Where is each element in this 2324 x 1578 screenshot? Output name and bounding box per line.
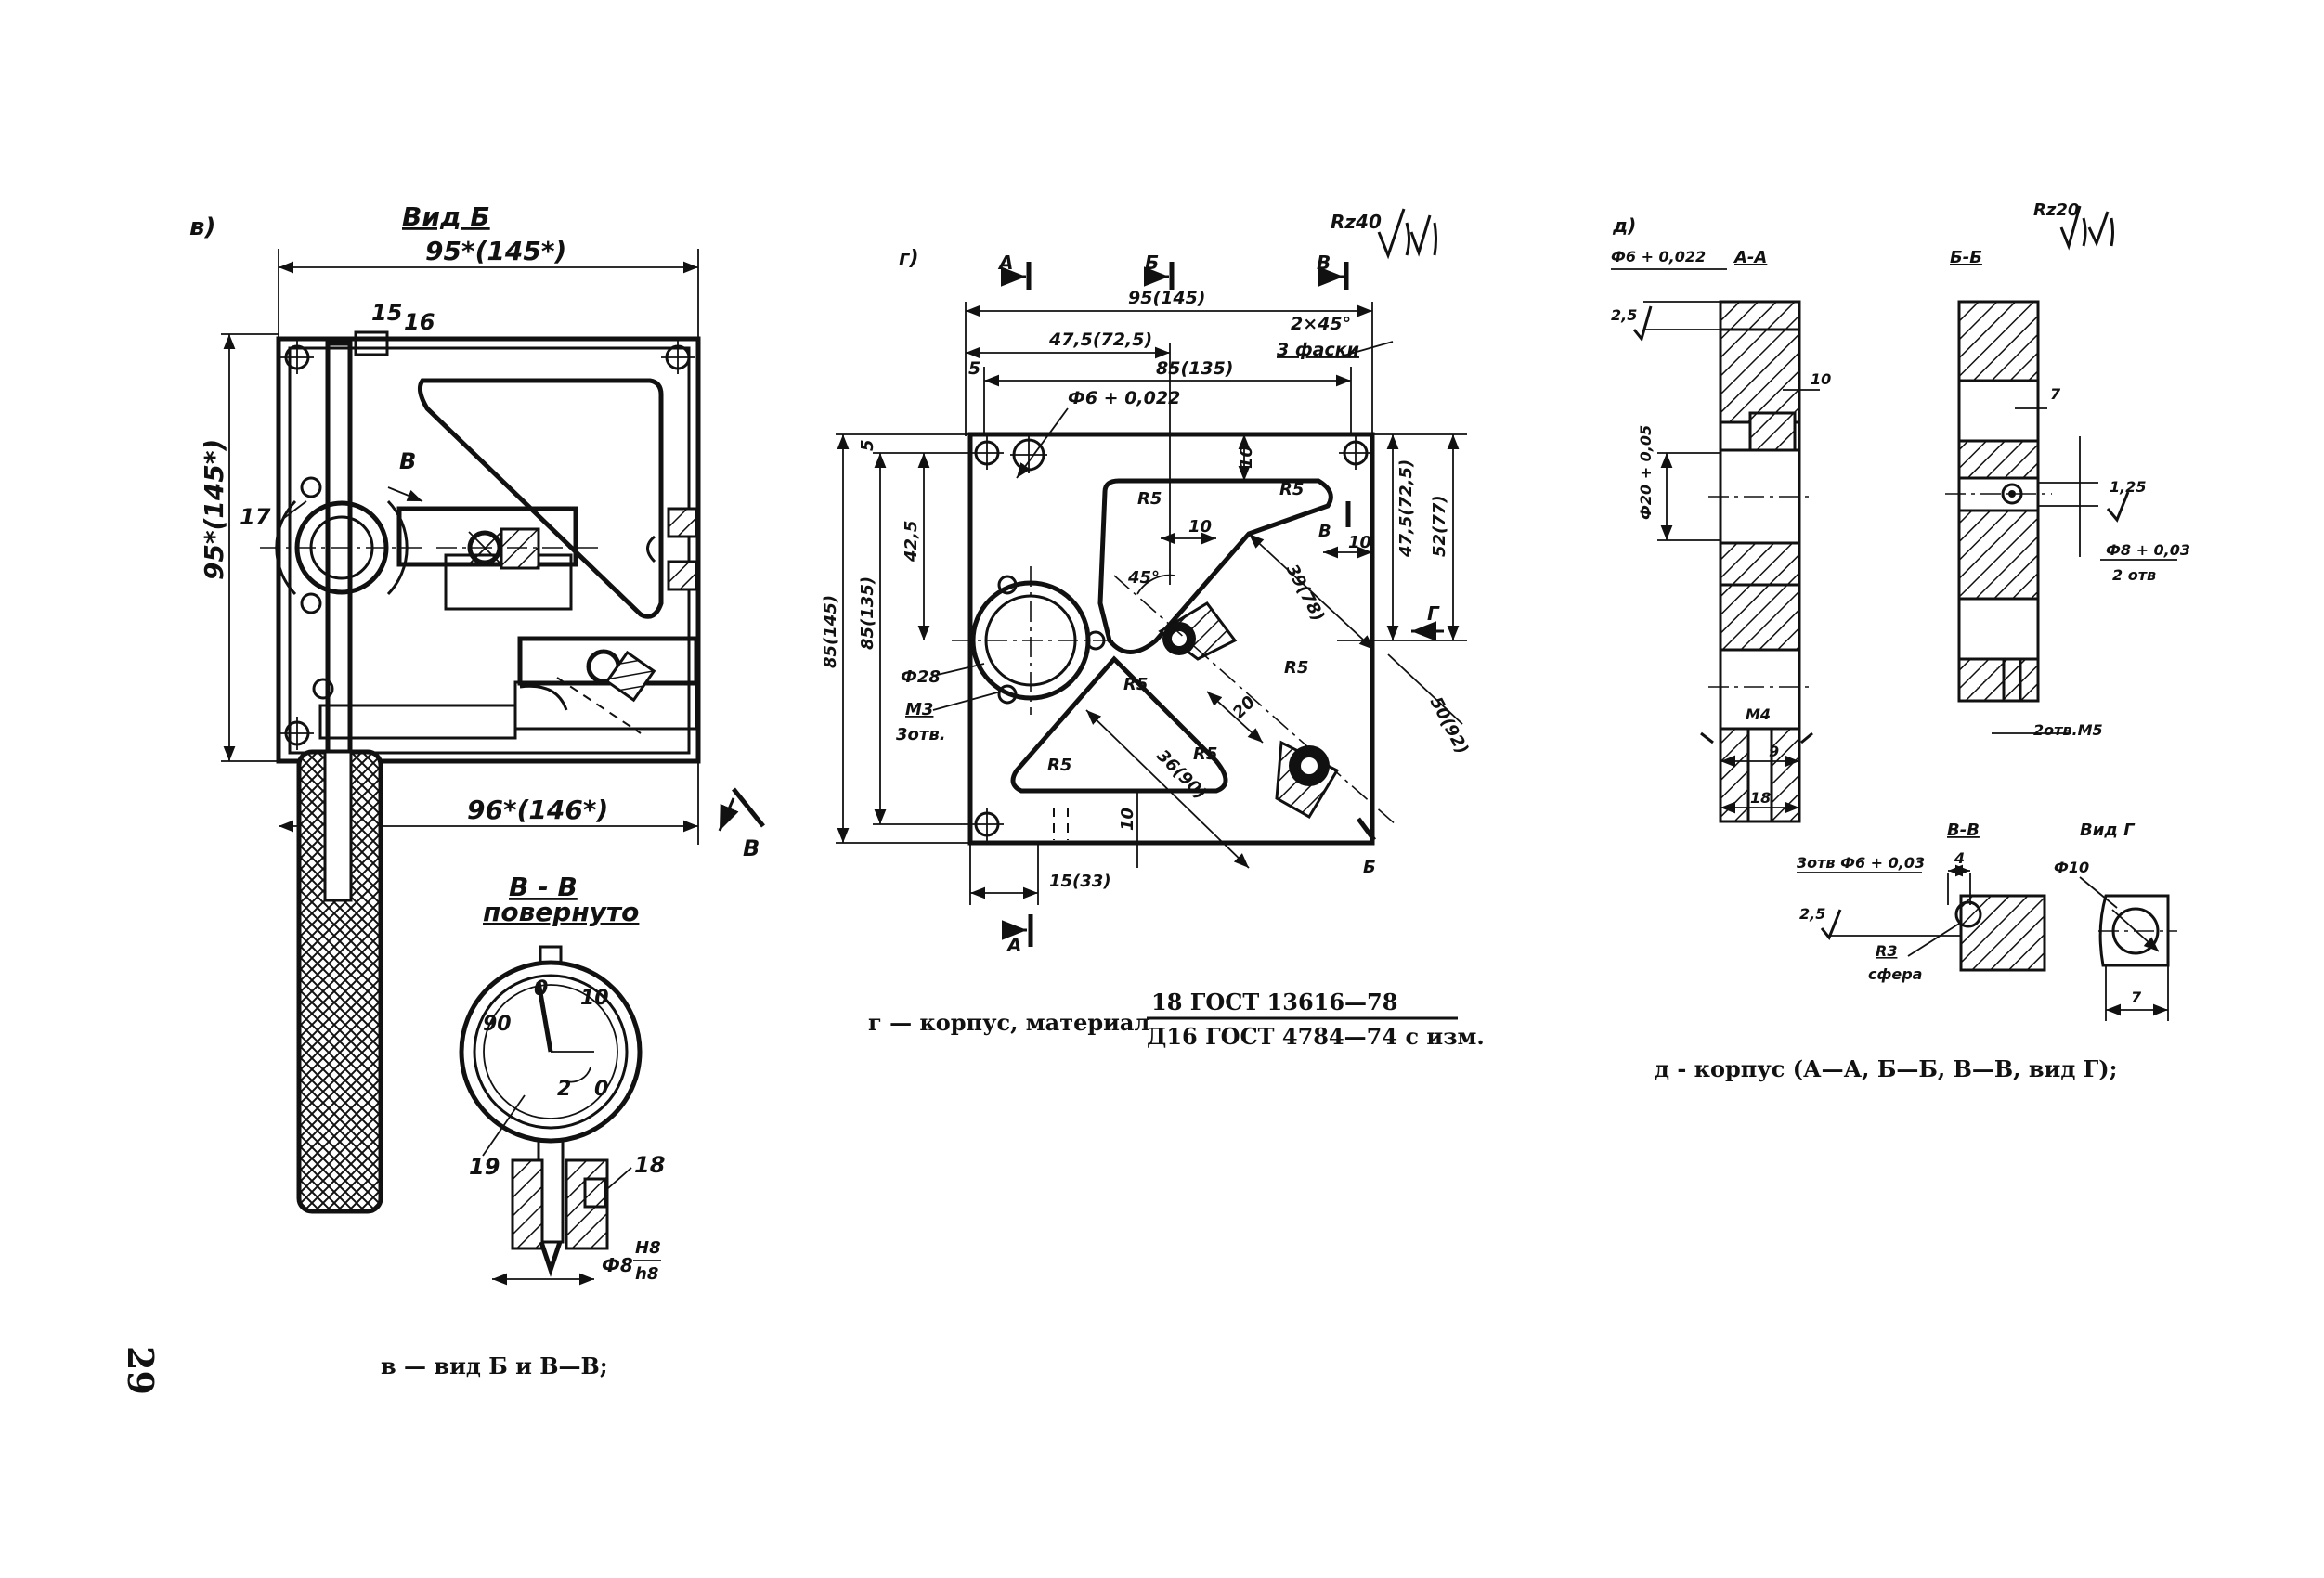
dim-w85: 85(135) bbox=[1156, 358, 1233, 379]
callout-B-2: В bbox=[743, 835, 760, 861]
view-d-roughness: Rz20 bbox=[2033, 200, 2079, 220]
dim-chamfer2: 3 фаски bbox=[1277, 340, 1359, 360]
dial-num-0b: 0 bbox=[594, 1078, 608, 1101]
dim-d4: 4 bbox=[1954, 849, 1965, 867]
callout-18: 18 bbox=[634, 1152, 665, 1178]
callout-15: 15 bbox=[371, 300, 402, 326]
dim-ph28: Ф28 bbox=[901, 667, 941, 687]
view-g: г) Rz40 А Б В 95(145) 47,5(72,5) 2×45° 3… bbox=[821, 208, 1485, 1050]
view-d-tag: д) bbox=[1612, 214, 1636, 237]
dim-r25: 2,5 bbox=[1611, 306, 1637, 324]
dial-num-0: 0 bbox=[534, 977, 548, 1001]
dim-hole: Ф6 + 0,022 bbox=[1068, 388, 1180, 408]
dim-d50: 50(92) bbox=[1426, 693, 1473, 757]
sec-mark-A-bot: А bbox=[1006, 934, 1021, 956]
dim-d10b: 10 bbox=[1188, 517, 1212, 537]
page-number: 29 bbox=[120, 1346, 162, 1395]
dim-r5a: R5 bbox=[1137, 489, 1162, 509]
callout-19: 19 bbox=[469, 1154, 500, 1180]
sec-vv2-title: В-В bbox=[1947, 821, 1980, 840]
dim-w5: 5 bbox=[968, 358, 980, 379]
dim-d425: 42,5 bbox=[902, 521, 921, 563]
sec-mark-G: Г bbox=[1427, 602, 1440, 625]
view-v-tag: в) bbox=[189, 213, 215, 241]
sec-bb-title: Б-Б bbox=[1950, 248, 1982, 267]
dim-d10c: 10 bbox=[1348, 533, 1371, 552]
dial-num-2: 2 bbox=[557, 1078, 571, 1101]
dim-h85b: 85(135) bbox=[858, 576, 877, 650]
dim-r5f: R5 bbox=[1047, 756, 1071, 775]
dim-r5b: R5 bbox=[1279, 480, 1304, 499]
dim-d7b: 7 bbox=[2131, 989, 2142, 1006]
fit-num: Н8 bbox=[635, 1238, 661, 1258]
dim-d125: 1,25 bbox=[2110, 478, 2146, 496]
dim-m3n: 3отв. bbox=[896, 725, 946, 744]
callout-B-1: В bbox=[399, 448, 416, 474]
dim-d7: 7 bbox=[2050, 385, 2061, 403]
section-vv-title: В - В bbox=[509, 872, 578, 902]
view-g-tag: г) bbox=[899, 247, 919, 270]
dim-d10: 10 bbox=[1811, 370, 1831, 388]
dim-holes: 3отв Ф6 + 0,03 bbox=[1797, 854, 1925, 872]
dial-num-10: 10 bbox=[580, 987, 609, 1010]
view-v-dim-bottom: 96*(146*) bbox=[467, 795, 608, 825]
sec-mark-V-top: В bbox=[1317, 252, 1331, 274]
view-g-roughness: Rz40 bbox=[1331, 211, 1382, 233]
fit-label: Ф8 bbox=[602, 1254, 633, 1276]
dim-chamfer1: 2×45° bbox=[1291, 314, 1351, 334]
dim-m5: 2отв.М5 bbox=[2033, 721, 2103, 739]
dim-d10a: 10 bbox=[1237, 446, 1256, 469]
dim-r25b: 2,5 bbox=[1799, 905, 1825, 923]
dim-ph8n: 2 отв bbox=[2112, 566, 2156, 584]
section-vv-subtitle: повернуто bbox=[483, 897, 639, 927]
view-d: д) Rz20 А-А Ф6 + 0,022 2,5 10 Ф20 + 0,05… bbox=[1611, 200, 2190, 1082]
dim-d18: 18 bbox=[1750, 789, 1771, 807]
view-v-title: Вид Б bbox=[402, 201, 490, 232]
dim-h85: 85(145) bbox=[821, 595, 840, 668]
callout-16: 16 bbox=[404, 309, 435, 335]
sec-mark-B-bot: Б bbox=[1363, 858, 1376, 877]
dim-ph10: Ф10 bbox=[2054, 859, 2089, 876]
dim-d15: 15(33) bbox=[1049, 872, 1111, 891]
dim-d10d: 10 bbox=[1118, 808, 1137, 831]
dial-num-90: 90 bbox=[483, 1013, 512, 1036]
caption-g-num: 18 ГОСТ 13616—78 bbox=[1151, 989, 1397, 1015]
dim-h5: 5 bbox=[858, 439, 877, 451]
view-v: в) Вид Б 95*(145*) 95*(145*) 15 16 bbox=[189, 201, 765, 1379]
sec-mark-B-top: Б bbox=[1145, 252, 1159, 274]
view-v-dim-left: 95*(145*) bbox=[199, 439, 229, 580]
dim-d9: 9 bbox=[1769, 743, 1779, 760]
caption-d: д - корпус (А—А, Б—Б, В—В, вид Г); bbox=[1655, 1055, 2117, 1082]
dim-w95: 95(145) bbox=[1128, 288, 1205, 308]
vid-g-title: Вид Г bbox=[2080, 821, 2136, 840]
dim-d52: 52(77) bbox=[1430, 495, 1449, 557]
dim-sphere: сфера bbox=[1868, 965, 1922, 983]
caption-v: в — вид Б и В—В; bbox=[381, 1352, 608, 1379]
dim-m4: М4 bbox=[1746, 705, 1771, 723]
dim-w47: 47,5(72,5) bbox=[1048, 330, 1152, 350]
fit-den: h8 bbox=[635, 1264, 658, 1284]
dim-ph20: Ф20 + 0,05 bbox=[1637, 425, 1655, 520]
dim-d20: 20 bbox=[1229, 692, 1260, 723]
dim-ph6: Ф6 + 0,022 bbox=[1611, 248, 1706, 265]
caption-g-prefix: г — корпус, материал bbox=[868, 1009, 1149, 1036]
dim-r5e: R5 bbox=[1193, 744, 1217, 764]
dim-d475r: 47,5(72,5) bbox=[1396, 459, 1416, 558]
sec-aa-title: А-А bbox=[1733, 248, 1767, 267]
view-v-dim-top: 95*(145*) bbox=[425, 236, 566, 266]
dim-r5d: R5 bbox=[1284, 658, 1308, 678]
plate-screws bbox=[280, 341, 695, 750]
dim-r3: R3 bbox=[1876, 942, 1897, 960]
caption-g-den: Д16 ГОСТ 4784—74 с изм. bbox=[1147, 1023, 1485, 1050]
dim-a45: 45° bbox=[1127, 568, 1160, 588]
sec-mark-A-top: А bbox=[997, 252, 1013, 274]
sec-mark-V-inner: В bbox=[1318, 522, 1331, 541]
dim-r5c: R5 bbox=[1123, 675, 1148, 694]
callout-17: 17 bbox=[240, 504, 271, 530]
dim-m3: М3 bbox=[905, 700, 933, 719]
dim-ph8: Ф8 + 0,03 bbox=[2106, 541, 2190, 559]
